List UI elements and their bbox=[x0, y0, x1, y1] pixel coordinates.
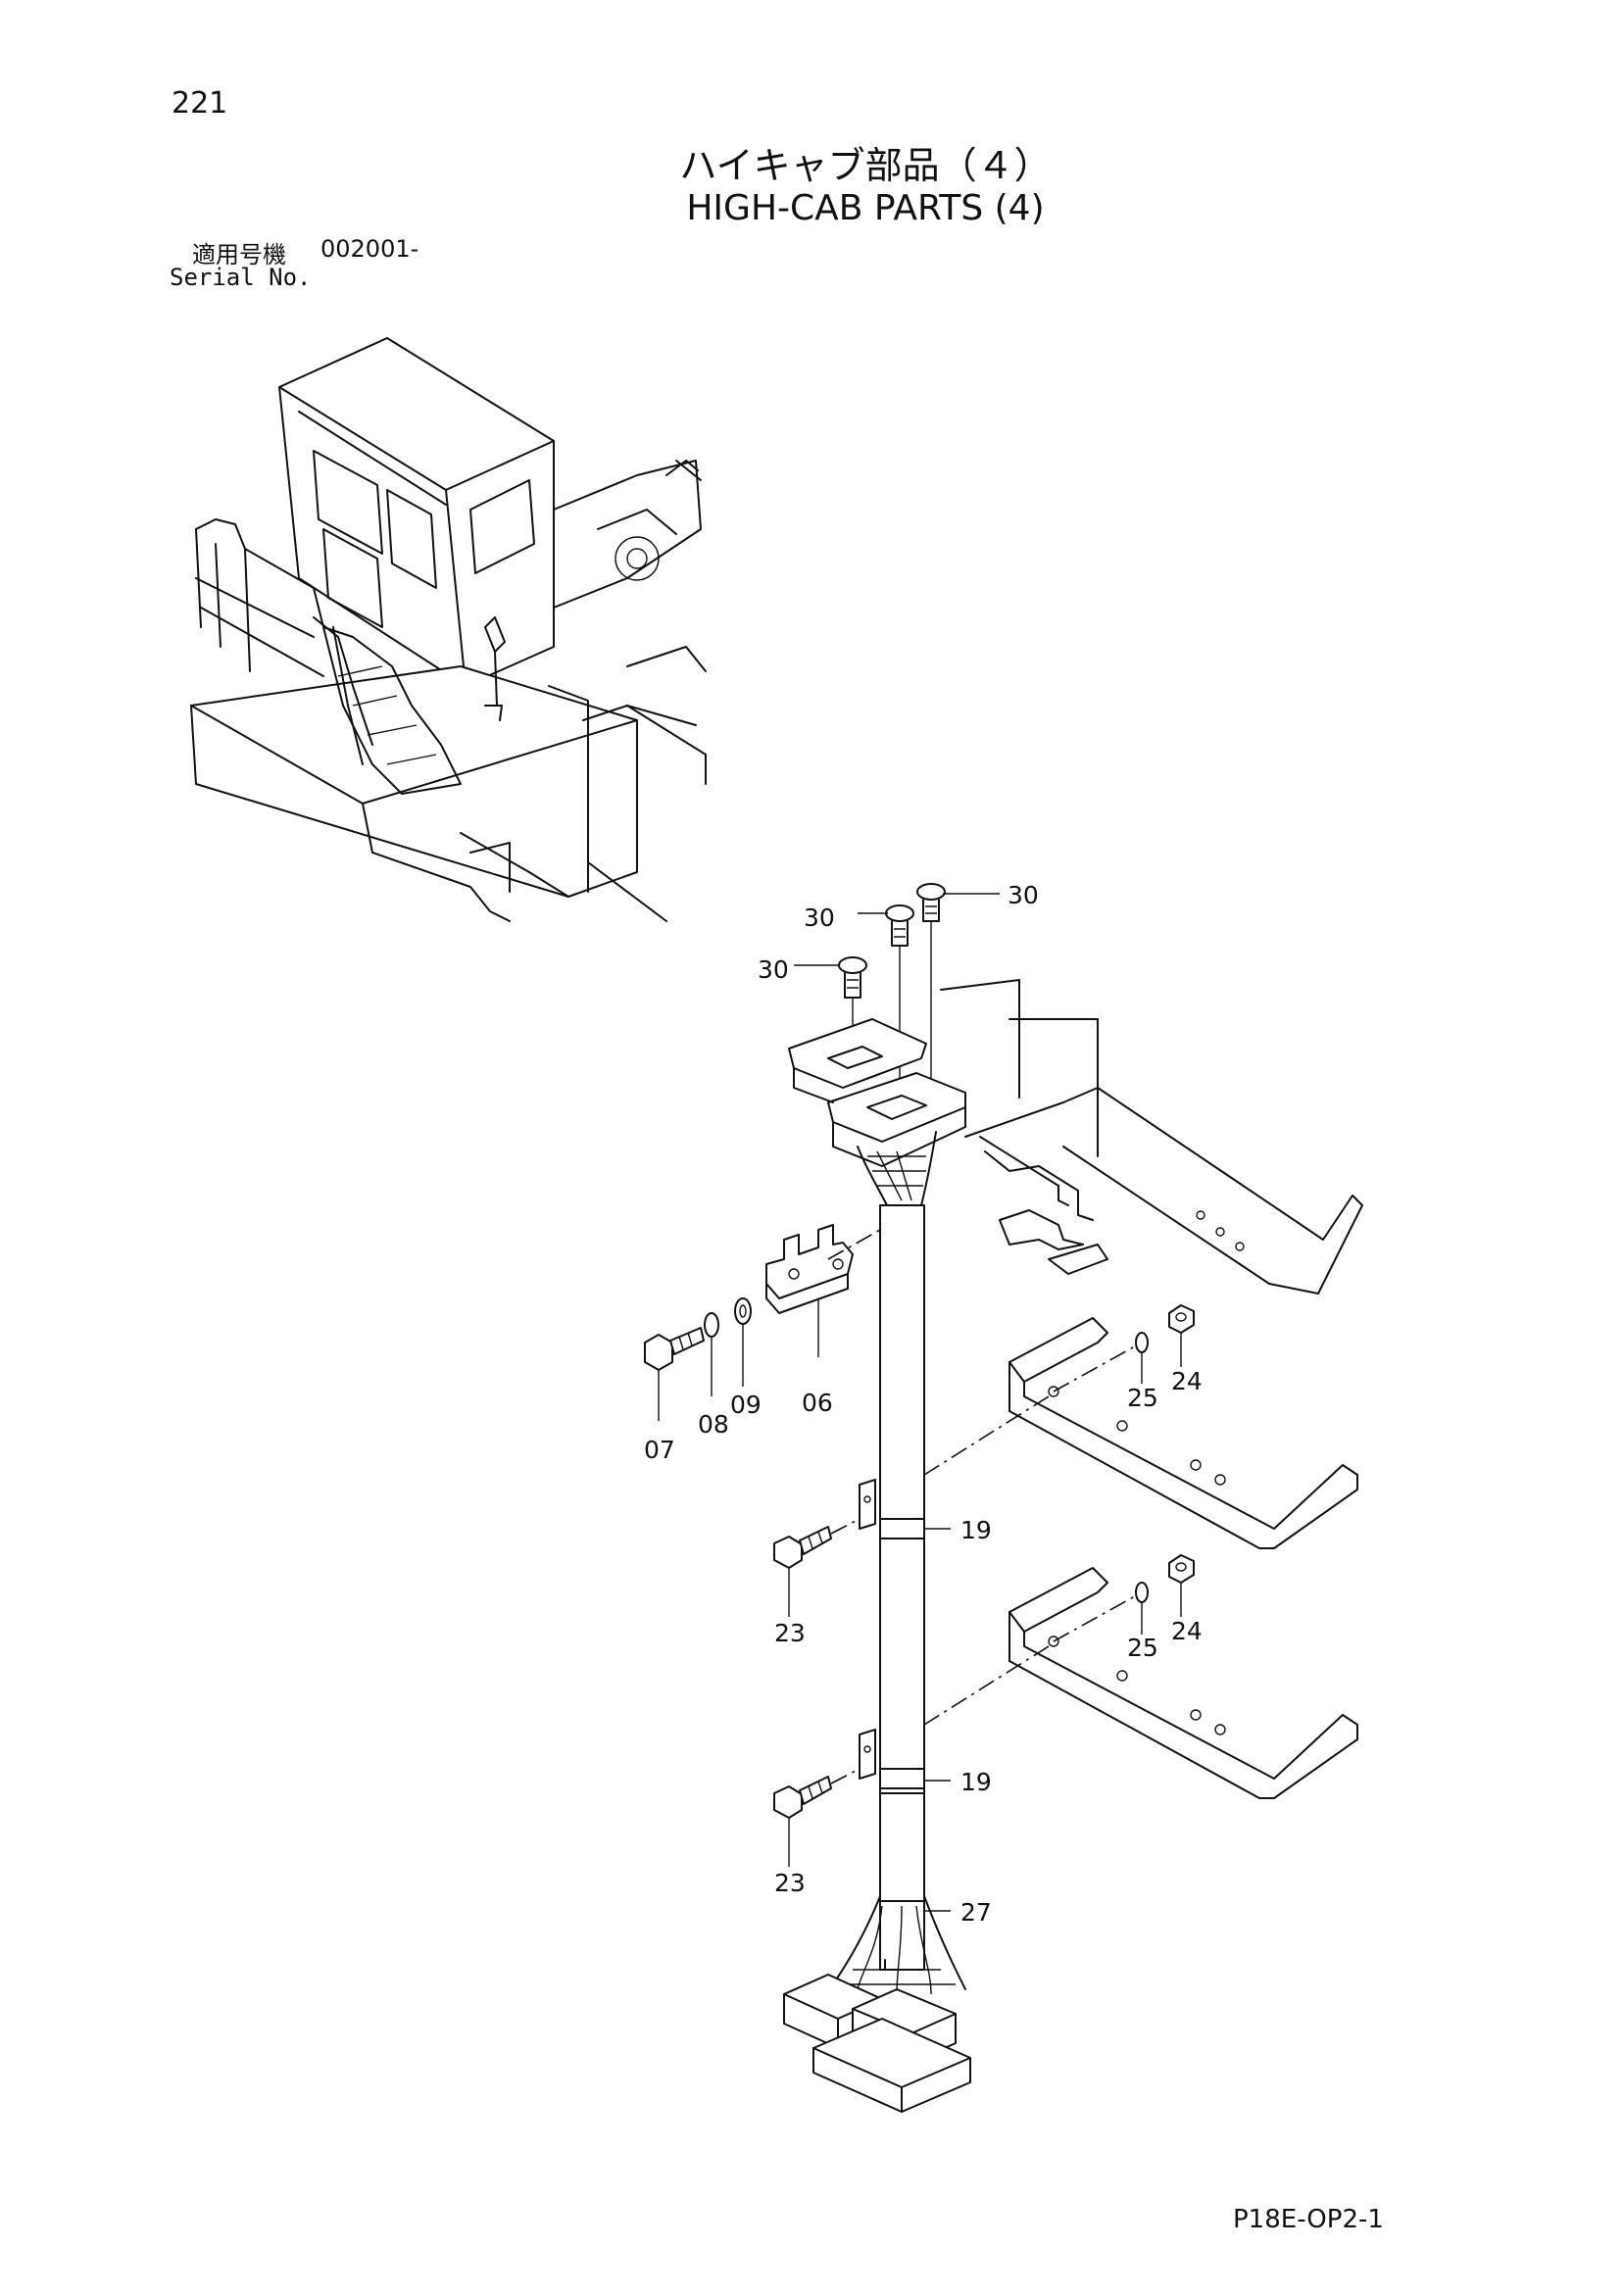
callout-label: 23 bbox=[774, 1619, 806, 1647]
callout-label: 30 bbox=[804, 904, 835, 932]
callout-label: 09 bbox=[730, 1391, 762, 1419]
bolt-07 bbox=[644, 1327, 705, 1371]
callout-label: 24 bbox=[1171, 1367, 1203, 1395]
harness-assembly bbox=[644, 883, 1363, 2113]
serial-label-jp: 適用号機 bbox=[192, 241, 286, 269]
screw-30-c bbox=[838, 956, 867, 999]
callout-label: 27 bbox=[960, 1898, 992, 1927]
callout-label: 23 bbox=[774, 1869, 806, 1897]
callout-label: 19 bbox=[960, 1768, 992, 1796]
drawing-code: P18E-OP2-1 bbox=[1233, 2205, 1384, 2234]
page-title-jp: ハイキャブ部品（４） bbox=[679, 144, 1052, 187]
callout-label: 08 bbox=[698, 1410, 729, 1439]
callout-label: 30 bbox=[758, 955, 789, 984]
serial-label-en: Serial No. bbox=[170, 264, 312, 291]
screw-30-a bbox=[916, 883, 946, 922]
washer-08 bbox=[704, 1312, 719, 1338]
callout-label: 24 bbox=[1171, 1617, 1203, 1645]
callout-label: 25 bbox=[1127, 1384, 1158, 1412]
page-number: 221 bbox=[172, 86, 228, 121]
page-title-en: HIGH-CAB PARTS (4) bbox=[686, 188, 1045, 228]
callout-label: 07 bbox=[644, 1436, 675, 1464]
screw-30-b bbox=[885, 904, 914, 947]
callout-label: 30 bbox=[1008, 881, 1039, 909]
serial-value: 002001- bbox=[320, 235, 419, 263]
callout-label: 06 bbox=[802, 1389, 833, 1417]
callout-label: 25 bbox=[1127, 1634, 1158, 1662]
washer-09 bbox=[734, 1297, 752, 1325]
machine-overview-illustration bbox=[190, 337, 707, 922]
callout-label: 19 bbox=[960, 1516, 992, 1544]
